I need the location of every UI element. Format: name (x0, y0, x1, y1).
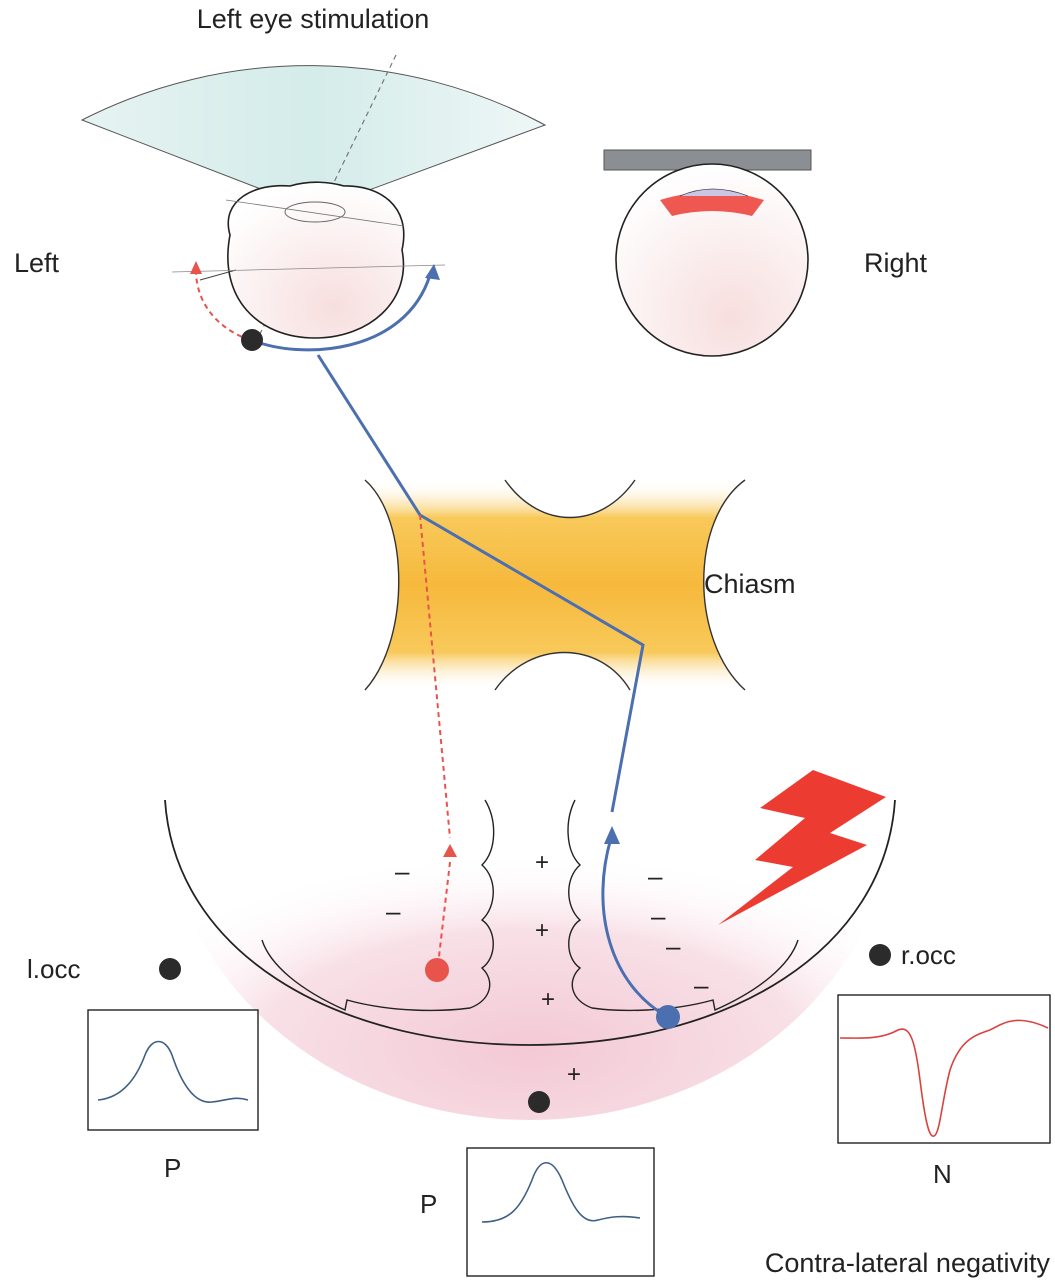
chiasm-shape (365, 480, 745, 690)
minus-sign: – (648, 861, 663, 891)
blue-arrowhead (425, 264, 440, 280)
left-label: Left (14, 248, 60, 278)
left-wave-label: P (164, 1153, 181, 1183)
r-occ-label: r.occ (901, 940, 956, 970)
right-cortex-target (656, 1005, 680, 1029)
minus-sign: – (386, 896, 401, 926)
r-occ-electrode (869, 944, 891, 966)
l-occ-label: l.occ (27, 954, 80, 984)
mid-occ-electrode (528, 1091, 550, 1113)
right-wave-label: N (933, 1159, 952, 1189)
left-cortex-target (425, 958, 449, 982)
chiasm-label: Chiasm (704, 569, 796, 599)
right-label: Right (864, 248, 928, 278)
minus-sign: – (694, 970, 709, 1000)
footer-label: Contra-lateral negativity (765, 1248, 1051, 1278)
red-arrowhead (190, 261, 202, 274)
minus-sign: – (395, 856, 410, 886)
right-eye-icon (616, 164, 808, 356)
minus-sign: – (666, 931, 681, 961)
title-label: Left eye stimulation (197, 4, 430, 34)
mid-waveform-panel (467, 1148, 654, 1276)
mid-wave-label: P (420, 1189, 437, 1219)
minus-sign: – (651, 901, 666, 931)
ganglion-cell-dot (241, 329, 263, 351)
l-occ-electrode (159, 958, 181, 980)
left-waveform-panel (88, 1010, 258, 1130)
plus-sign: + (567, 1061, 581, 1088)
right-waveform-panel (838, 995, 1050, 1143)
plus-sign: + (535, 849, 549, 876)
plus-sign: + (535, 917, 549, 944)
plus-sign: + (541, 986, 555, 1013)
